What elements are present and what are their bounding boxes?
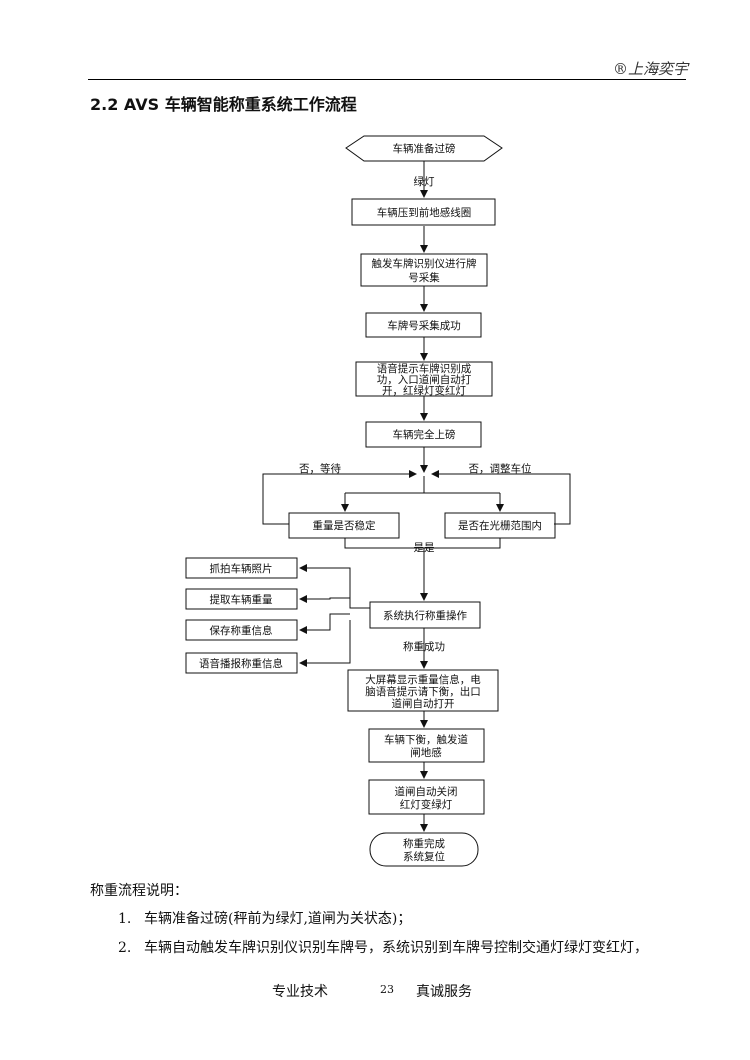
- step2-label-2: 号采集: [408, 271, 440, 284]
- green-light-label: 绿灯: [414, 175, 435, 188]
- action-box: [185, 652, 298, 674]
- step4-label-1: 语音提示车牌识别成: [377, 362, 472, 375]
- decision-box: [288, 512, 400, 539]
- header-rule: [88, 79, 686, 80]
- step1-label: 车辆压到前地感线圈: [377, 206, 472, 219]
- decision-box: [444, 512, 556, 539]
- end-label-2: 系统复位: [403, 850, 445, 863]
- step-box: [360, 253, 488, 287]
- footer-right: 真诚服务: [416, 984, 472, 1000]
- description-title: 称重流程说明：: [90, 883, 188, 899]
- section-title: 2.2 AVS 车辆智能称重系统工作流程: [90, 95, 357, 114]
- footer-left: 专业技术: [272, 984, 328, 1000]
- check-stable-label: 重量是否稳定: [313, 519, 376, 532]
- step-box: [368, 728, 485, 763]
- action4-label: 语音播报称重信息: [199, 657, 283, 670]
- start-node: [345, 135, 503, 162]
- end-label-1: 称重完成: [403, 837, 445, 850]
- action2-label: 提取车辆重量: [210, 593, 273, 606]
- list-item-text: 车辆准备过磅(秤前为绿灯,道闸为关状态)；: [144, 911, 412, 927]
- list-item-number: 2.: [118, 940, 132, 956]
- step-box: [368, 779, 485, 815]
- close-label-2: 红灯变绿灯: [400, 798, 453, 811]
- yes-label: 是是: [414, 542, 435, 554]
- list-item: 1. 车辆准备过磅(秤前为绿灯,道闸为关状态)；: [118, 908, 411, 928]
- display-label-2: 脑语音提示请下衡，出口: [365, 685, 481, 698]
- company-brand: ®上海奕宇: [612, 60, 688, 78]
- action-box: [185, 588, 298, 610]
- step-box: [355, 361, 493, 397]
- action-box: [185, 619, 298, 641]
- step-box: [347, 669, 499, 712]
- no-adjust-label: 否，调整车位: [469, 462, 532, 475]
- weigh-label: 系统执行称重操作: [383, 609, 467, 622]
- list-item: 2. 车辆自动触发车牌识别仪识别车牌号，系统识别到车牌号控制交通灯绿灯变红灯，: [118, 937, 698, 957]
- page-number: 23: [380, 983, 394, 996]
- start-label: 车辆准备过磅: [393, 142, 456, 155]
- check-range-label: 是否在光栅范围内: [458, 519, 542, 532]
- step4-label-2: 功，入口道闸自动打: [377, 373, 472, 386]
- list-item-text: 车辆自动触发车牌识别仪识别车牌号，系统识别到车牌号控制交通灯绿灯变红灯，: [144, 940, 648, 956]
- leave-label-2: 闸地感: [410, 746, 442, 759]
- step5-label: 车辆完全上磅: [393, 428, 456, 441]
- end-node: [369, 832, 479, 867]
- no-wait-label: 否，等待: [299, 462, 341, 475]
- action-box: [185, 557, 298, 579]
- list-item-number: 1.: [118, 911, 132, 927]
- step-box: [365, 421, 482, 448]
- step-box: [365, 312, 482, 338]
- weigh-success-label: 称重成功: [403, 640, 445, 653]
- action3-label: 保存称重信息: [210, 624, 273, 637]
- step2-label-1: 触发车牌识别仪进行牌: [372, 257, 477, 270]
- display-label-3: 道闸自动打开: [392, 697, 455, 710]
- step4-label-3: 开，红绿灯变红灯: [382, 384, 466, 397]
- step-box: [351, 198, 496, 226]
- close-label-1: 道闸自动关闭: [395, 785, 458, 798]
- display-label-1: 大屏幕显示重量信息，电: [365, 673, 481, 686]
- step3-label: 车牌号采集成功: [387, 319, 461, 332]
- leave-label-1: 车辆下衡，触发道: [384, 733, 468, 746]
- weigh-box: [369, 601, 481, 629]
- action1-label: 抓拍车辆照片: [210, 562, 273, 575]
